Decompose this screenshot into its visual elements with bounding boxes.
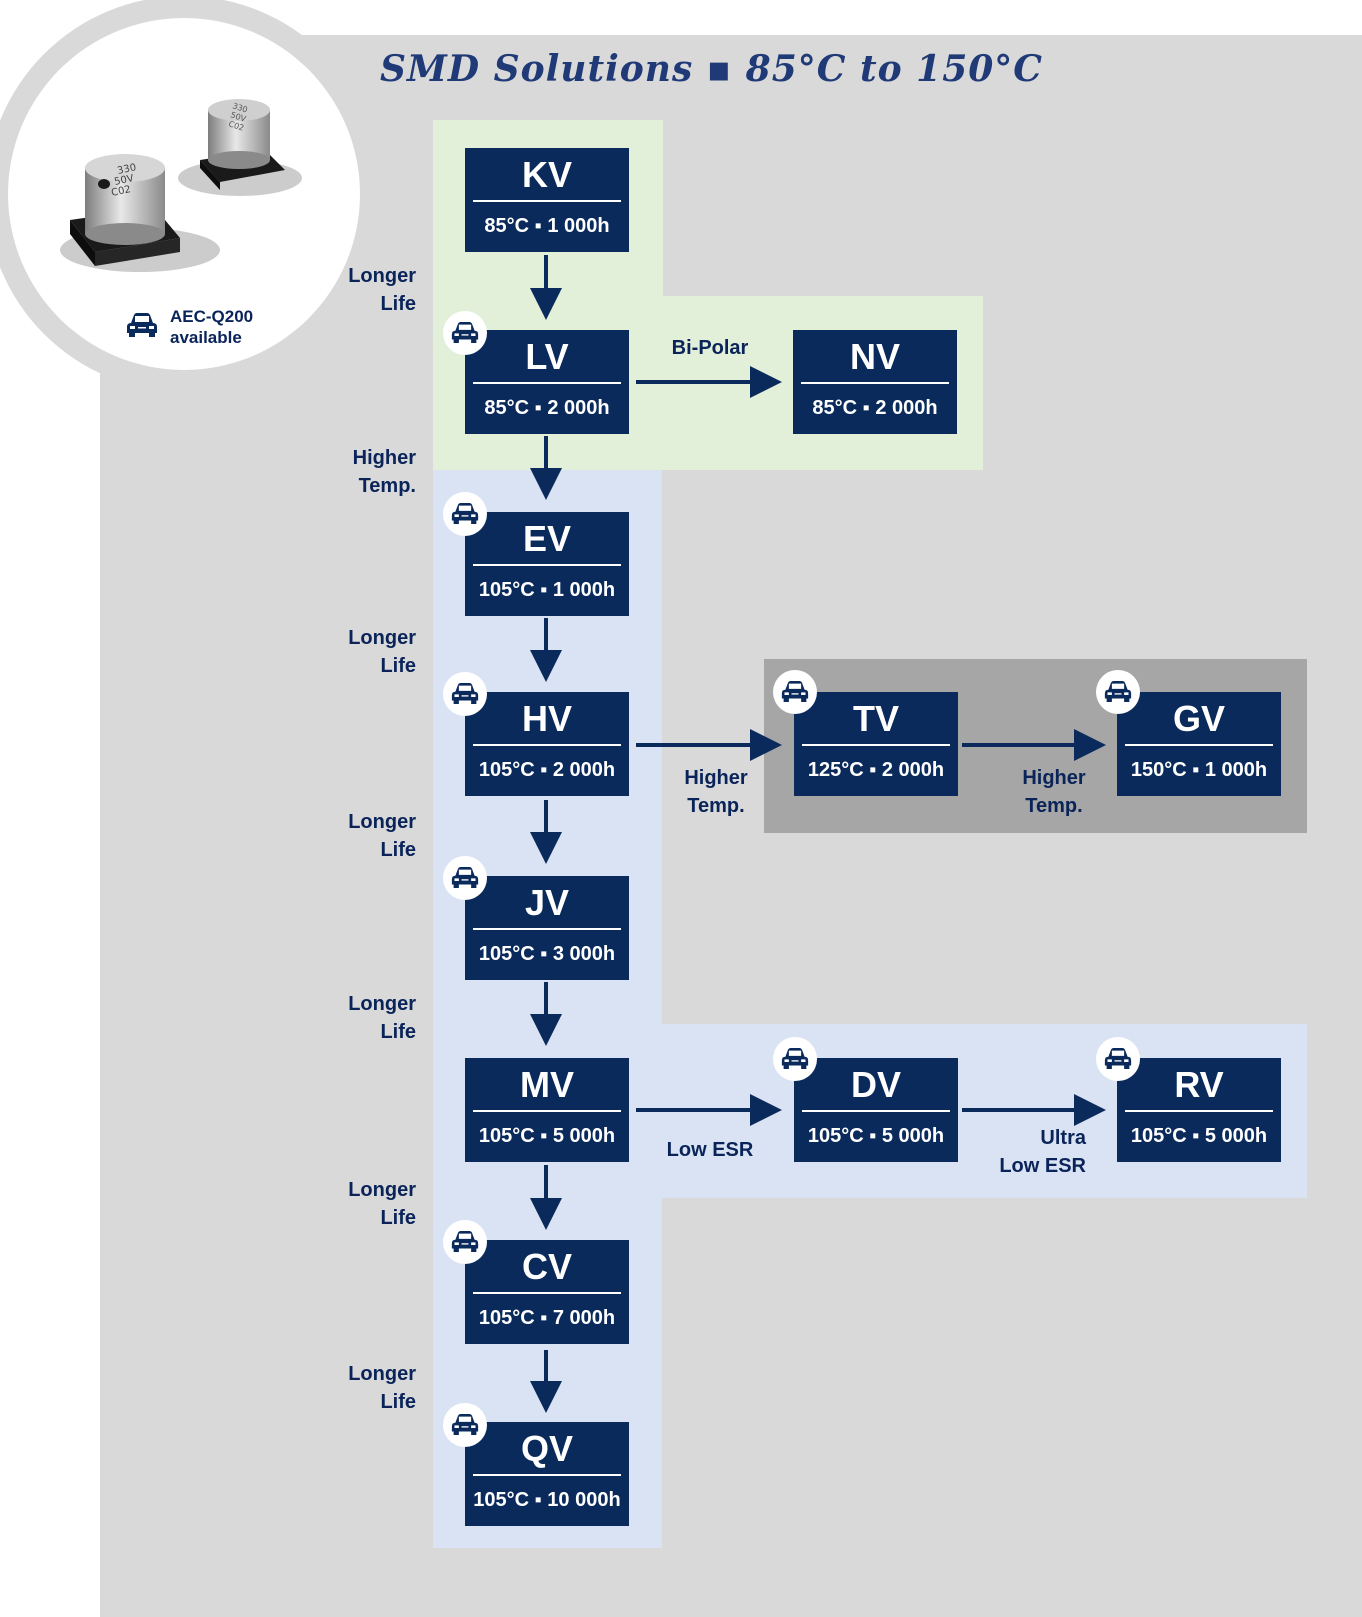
- aec-q200-badge-qv: [443, 1403, 487, 1447]
- divider: [473, 928, 621, 930]
- aec-q200-badge-rv: [1096, 1037, 1140, 1081]
- series-box-jv[interactable]: JV 105°C ▪ 3 000h: [465, 876, 629, 980]
- series-name: JV: [524, 882, 570, 923]
- series-spec: 105°C ▪ 5 000h: [1130, 1125, 1268, 1147]
- series-name: HV: [521, 698, 572, 739]
- capacitor-print: 330: [231, 101, 248, 114]
- series-spec: 85°C ▪ 1 000h: [484, 215, 610, 237]
- series-spec: 105°C ▪ 1 000h: [478, 579, 616, 601]
- series-box-hv[interactable]: HV 105°C ▪ 2 000h: [465, 692, 629, 796]
- car-icon: [781, 1048, 809, 1069]
- car-icon: [1104, 681, 1132, 702]
- car-icon: [451, 1414, 479, 1435]
- series-name: CV: [521, 1246, 572, 1287]
- series-box-mv[interactable]: MV 105°C ▪ 5 000h: [465, 1058, 629, 1162]
- series-spec: 105°C ▪ 7 000h: [478, 1307, 616, 1329]
- legend-line2: available: [170, 328, 242, 347]
- car-icon: [1104, 1048, 1132, 1069]
- legend-line1: AEC-Q200: [170, 307, 254, 326]
- aec-q200-badge-ev: [443, 492, 487, 536]
- series-name: KV: [521, 154, 572, 195]
- series-name: MV: [520, 1064, 574, 1105]
- divider: [802, 744, 950, 746]
- series-spec: 85°C ▪ 2 000h: [484, 397, 610, 419]
- series-spec: 125°C ▪ 2 000h: [807, 759, 945, 781]
- series-box-rv[interactable]: RV 105°C ▪ 5 000h: [1117, 1058, 1281, 1162]
- divider: [473, 382, 621, 384]
- series-spec: 105°C ▪ 3 000h: [478, 943, 616, 965]
- series-box-tv[interactable]: TV 125°C ▪ 2 000h: [794, 692, 958, 796]
- divider: [473, 564, 621, 566]
- product-photo-circle: [8, 18, 360, 370]
- series-spec: 150°C ▪ 1 000h: [1130, 759, 1268, 781]
- car-icon: [127, 313, 157, 337]
- divider: [473, 1292, 621, 1294]
- aec-q200-badge-gv: [1096, 670, 1140, 714]
- series-name: EV: [522, 518, 572, 559]
- aec-q200-badge-hv: [443, 672, 487, 716]
- divider: [473, 1474, 621, 1476]
- series-box-kv[interactable]: KV 85°C ▪ 1 000h: [465, 148, 629, 252]
- car-icon: [451, 503, 479, 524]
- series-spec: 85°C ▪ 2 000h: [812, 397, 938, 419]
- series-box-dv[interactable]: DV 105°C ▪ 5 000h: [794, 1058, 958, 1162]
- series-box-lv[interactable]: LV 85°C ▪ 2 000h: [465, 330, 629, 434]
- series-name: GV: [1172, 698, 1225, 739]
- car-icon: [451, 867, 479, 888]
- capacitor-illustration: 330 50V C02 330 50V C02: [60, 99, 302, 272]
- edge-label-mv-dv: Low ESR: [666, 1139, 754, 1161]
- car-icon: [781, 681, 809, 702]
- divider: [802, 1110, 950, 1112]
- series-spec: 105°C ▪ 10 000h: [473, 1489, 621, 1511]
- series-spec: 105°C ▪ 2 000h: [478, 759, 616, 781]
- series-name: RV: [1174, 1064, 1224, 1105]
- series-box-gv[interactable]: GV 150°C ▪ 1 000h: [1117, 692, 1281, 796]
- capacitor-print: 330: [116, 162, 137, 177]
- capacitor-print: 50V: [113, 173, 135, 188]
- series-box-cv[interactable]: CV 105°C ▪ 7 000h: [465, 1240, 629, 1344]
- series-spec: 105°C ▪ 5 000h: [478, 1125, 616, 1147]
- series-name: DV: [850, 1064, 901, 1105]
- edge-label-lv-nv: Bi-Polar: [671, 337, 749, 359]
- divider: [473, 200, 621, 202]
- series-spec: 105°C ▪ 5 000h: [807, 1125, 945, 1147]
- series-box-nv[interactable]: NV 85°C ▪ 2 000h: [793, 330, 957, 434]
- series-box-ev[interactable]: EV 105°C ▪ 1 000h: [465, 512, 629, 616]
- aec-q200-badge-lv: [443, 311, 487, 355]
- series-name: QV: [520, 1428, 573, 1469]
- aec-q200-badge-cv: [443, 1220, 487, 1264]
- car-icon: [451, 322, 479, 343]
- divider: [473, 744, 621, 746]
- series-name: TV: [852, 698, 899, 739]
- series-box-qv[interactable]: QV 105°C ▪ 10 000h: [465, 1422, 629, 1526]
- divider: [473, 1110, 621, 1112]
- aec-q200-badge-jv: [443, 856, 487, 900]
- legend-text: AEC-Q200 available: [170, 306, 253, 348]
- divider: [1125, 1110, 1273, 1112]
- car-icon: [451, 1231, 479, 1252]
- capacitor-print: C02: [110, 184, 132, 199]
- aec-q200-badge-tv: [773, 670, 817, 714]
- divider: [1125, 744, 1273, 746]
- series-name: LV: [525, 336, 569, 377]
- page-title: SMD Solutions ▪ 85°C to 150°C: [380, 48, 1043, 90]
- divider: [801, 382, 949, 384]
- aec-q200-badge-dv: [773, 1037, 817, 1081]
- car-icon: [451, 683, 479, 704]
- series-name: NV: [849, 336, 900, 377]
